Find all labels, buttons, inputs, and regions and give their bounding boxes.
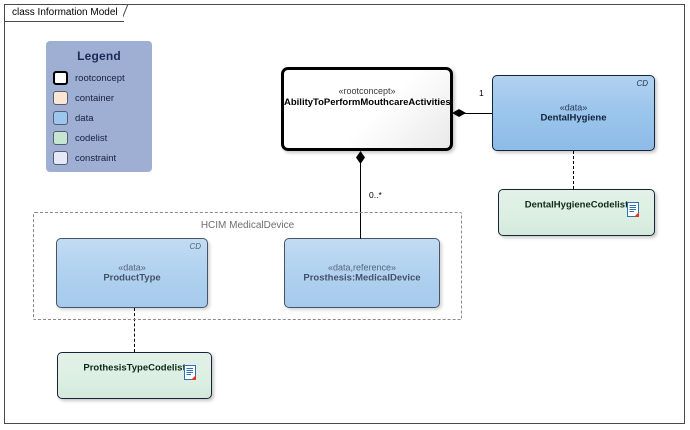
- dentalhygiene-labels: «data» DentalHygiene: [493, 103, 654, 124]
- legend-panel: Legend rootconcept container data codeli…: [46, 41, 152, 172]
- dentalhygiene-stereotype: «data»: [559, 102, 588, 113]
- multiplicity-dentalhygiene: 1: [479, 88, 484, 98]
- composition-diamond-dentalhygiene: [452, 109, 466, 117]
- producttype-stereotype: «data»: [118, 262, 146, 273]
- class-node-dentalhygiene[interactable]: CD «data» DentalHygiene: [492, 75, 655, 151]
- legend-items: rootconcept container data codelist cons…: [46, 69, 152, 167]
- connector-rootconcept-dentalhygiene: [455, 113, 493, 114]
- dentalhygiene-name: DentalHygiene: [540, 112, 607, 124]
- dentalhygienecodelist-labels: DentalHygieneCodelist: [499, 200, 654, 211]
- class-node-abilitytoperformmouthcareactivities[interactable]: «rootconcept» AbilityToPerformMouthcareA…: [281, 67, 453, 151]
- producttype-corner-tag: CD: [189, 242, 201, 251]
- prosthesis-name: Prosthesis:MedicalDevice: [303, 272, 421, 284]
- connector-producttype-codelist: [134, 308, 135, 352]
- dentalhygiene-corner-tag: CD: [636, 79, 648, 88]
- legend-label-rootconcept: rootconcept: [75, 72, 125, 84]
- class-node-dentalhygienecodelist[interactable]: DentalHygieneCodelist: [498, 189, 655, 236]
- prothesistypecodelist-name: ProthesisTypeCodelist: [83, 362, 186, 374]
- legend-item-rootconcept: rootconcept: [53, 69, 152, 87]
- legend-label-data: data: [75, 112, 94, 124]
- legend-swatch-rootconcept: [53, 71, 68, 85]
- legend-swatch-data: [53, 111, 68, 125]
- legend-title: Legend: [77, 49, 121, 63]
- connector-rootconcept-prosthesis: [360, 162, 361, 239]
- legend-item-constraint: constraint: [53, 149, 152, 167]
- dentalhygienecodelist-name: DentalHygieneCodelist: [524, 199, 629, 211]
- legend-label-codelist: codelist: [75, 132, 108, 144]
- class-node-prosthesis-medicaldevice[interactable]: «data,reference» Prosthesis:MedicalDevic…: [284, 238, 440, 308]
- producttype-name: ProductType: [103, 272, 161, 284]
- connector-dentalhygiene-codelist: [573, 151, 574, 189]
- legend-swatch-codelist: [53, 131, 68, 145]
- legend-label-constraint: constraint: [75, 152, 117, 164]
- tab-slant-edge: [123, 4, 137, 22]
- class-node-producttype[interactable]: CD «data» ProductType: [56, 238, 208, 308]
- legend-swatch-container: [53, 91, 68, 105]
- legend-swatch-constraint: [53, 151, 68, 165]
- class-node-prothesistypecodelist[interactable]: ProthesisTypeCodelist: [57, 352, 212, 399]
- producttype-labels: «data» ProductType: [57, 263, 207, 284]
- prosthesis-labels: «data,reference» Prosthesis:MedicalDevic…: [285, 263, 439, 284]
- prothesistypecodelist-labels: ProthesisTypeCodelist: [58, 363, 211, 374]
- document-icon: [184, 365, 196, 380]
- multiplicity-prosthesis: 0..*: [369, 190, 382, 200]
- legend-label-container: container: [75, 92, 115, 104]
- legend-item-data: data: [53, 109, 152, 127]
- legend-item-codelist: codelist: [53, 129, 152, 147]
- prosthesis-stereotype: «data,reference»: [327, 262, 397, 273]
- rootconcept-stereotype: «rootconcept»: [338, 86, 396, 97]
- container-hcim-medicaldevice: HCIM MedicalDevice: [33, 212, 462, 320]
- rootconcept-labels: «rootconcept» AbilityToPerformMouthcareA…: [284, 78, 451, 109]
- rootconcept-name: AbilityToPerformMouthcareActivities: [284, 97, 451, 109]
- document-icon: [627, 202, 639, 217]
- composition-diamond-prosthesis: [356, 151, 365, 164]
- legend-item-container: container: [53, 89, 152, 107]
- diagram-title-text: class Information Model: [4, 4, 124, 22]
- container-label: HCIM MedicalDevice: [200, 220, 295, 231]
